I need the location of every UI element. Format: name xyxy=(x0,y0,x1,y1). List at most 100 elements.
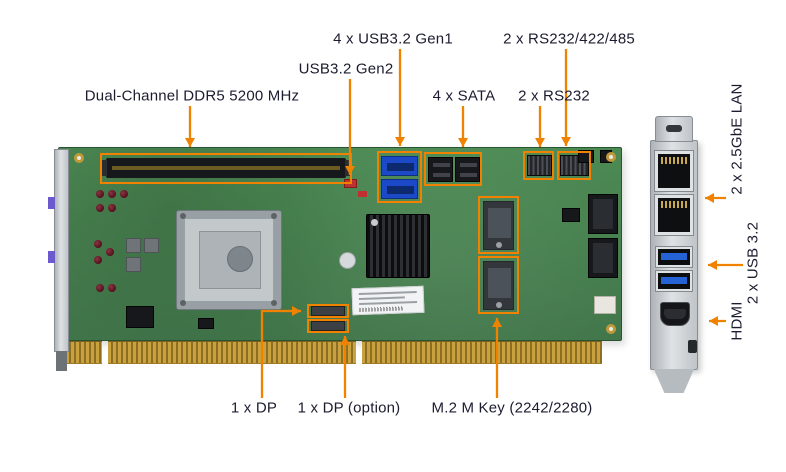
hdmi-port xyxy=(660,302,690,326)
lan-port-opening xyxy=(658,154,690,188)
capacitor xyxy=(108,190,116,198)
heatsink-pin xyxy=(371,219,378,226)
capacitor xyxy=(120,190,128,198)
led-nub xyxy=(48,251,55,263)
jumper xyxy=(358,191,367,197)
left-mounting-bracket xyxy=(54,149,69,352)
m2-pad xyxy=(488,208,511,238)
connector-opening xyxy=(593,199,613,229)
usb3-header-slot xyxy=(387,163,414,171)
m2-pad xyxy=(488,268,511,298)
bracket-screw-slot xyxy=(666,125,682,132)
sata-slot xyxy=(460,163,477,167)
capacitor xyxy=(94,256,102,264)
lan-port-opening xyxy=(658,198,690,232)
cpu-screw xyxy=(180,213,186,219)
lan-port-pins xyxy=(661,157,687,164)
info-sticker xyxy=(351,285,425,316)
capacitor xyxy=(108,284,116,292)
cpu-screw xyxy=(180,300,186,306)
ic-chip xyxy=(198,318,214,329)
board-connector xyxy=(588,238,618,278)
sticker-barcode xyxy=(359,306,404,313)
edge-connector-segment xyxy=(66,341,102,364)
lan-port-1 xyxy=(654,150,694,192)
label-sata: 4 x SATA xyxy=(432,87,496,105)
highlight-dp-2 xyxy=(307,319,349,333)
lan-port-2 xyxy=(654,194,694,236)
usb3-header xyxy=(381,179,418,199)
io-bracket-foot xyxy=(653,369,695,393)
lan-port-pins xyxy=(661,201,687,208)
usb3-header-slot xyxy=(387,186,414,194)
dimm-slot xyxy=(106,158,346,178)
connector-opening xyxy=(593,243,613,273)
dimm-latch xyxy=(101,160,107,176)
cpu-screw xyxy=(271,300,277,306)
bracket-nub xyxy=(688,340,697,353)
sata-connector xyxy=(428,157,453,182)
usb-port-opening xyxy=(658,273,690,289)
usb-tongue xyxy=(661,277,687,284)
highlight-m2-upper xyxy=(478,196,519,254)
capacitor xyxy=(108,204,116,212)
label-rs232-422-485: 2 x RS232/422/485 xyxy=(503,30,635,48)
inductor xyxy=(126,238,141,253)
inductor xyxy=(144,238,159,253)
left-bracket-foot xyxy=(56,351,67,371)
hdmi-opening xyxy=(664,309,686,319)
rs232-header xyxy=(527,155,552,176)
usb-port-2 xyxy=(655,270,693,292)
sata-slot xyxy=(433,173,450,177)
usb-tongue xyxy=(661,253,687,260)
sticker-line xyxy=(359,300,418,306)
led-nub xyxy=(48,197,55,209)
sticker-line xyxy=(358,290,417,296)
dp-connector xyxy=(311,306,345,316)
highlight-ddr5 xyxy=(100,153,352,184)
dp-connector xyxy=(311,321,345,331)
label-m2: M.2 M Key (2242/2280) xyxy=(431,399,593,417)
label-usb32-gen2: USB3.2 Gen2 xyxy=(298,60,394,78)
power-connector xyxy=(594,296,616,314)
capacitor xyxy=(96,190,104,198)
sata-slot xyxy=(460,173,477,177)
label-ddr5: Dual-Channel DDR5 5200 MHz xyxy=(84,87,300,105)
mounting-hole xyxy=(606,324,616,334)
highlight-dp-1 xyxy=(307,304,349,318)
label-rs232: 2 x RS232 xyxy=(518,87,590,105)
edge-connector-segment xyxy=(362,341,602,364)
label-dp: 1 x DP xyxy=(230,399,278,417)
highlight-sata xyxy=(424,152,482,186)
cpu-screw xyxy=(271,213,277,219)
usb3-header xyxy=(381,156,418,176)
capacitor xyxy=(96,284,104,292)
m2-module xyxy=(483,201,514,250)
label-usb32-rear: 2 x USB 3.2 xyxy=(744,221,762,305)
sata-slot xyxy=(433,163,450,167)
highlight-m2-lower xyxy=(478,256,519,314)
usb-port-opening xyxy=(658,249,690,265)
highlight-usb32-gen1 xyxy=(377,151,422,203)
edge-connector-segment xyxy=(108,341,356,364)
cmos-battery xyxy=(339,252,356,269)
cpu-socket-circle xyxy=(227,246,253,272)
ic-chip xyxy=(126,306,154,328)
inductor xyxy=(126,257,141,272)
label-dp-option: 1 x DP (option) xyxy=(297,399,401,417)
board-connector xyxy=(588,194,618,234)
label-lan: 2 x 2.5GbE LAN xyxy=(728,83,746,195)
label-usb32-gen1: 4 x USB3.2 Gen1 xyxy=(333,30,453,48)
mounting-hole xyxy=(74,153,84,163)
capacitor xyxy=(106,248,114,256)
highlight-rs232 xyxy=(523,151,554,180)
sata-connector xyxy=(455,157,480,182)
ic-chip xyxy=(562,208,580,222)
capacitor xyxy=(96,204,104,212)
m2-screw xyxy=(496,242,502,248)
m2-module xyxy=(483,261,514,310)
mounting-hole xyxy=(606,152,616,162)
highlight-rs232-422-485 xyxy=(557,151,591,180)
sticker-line xyxy=(358,296,405,301)
